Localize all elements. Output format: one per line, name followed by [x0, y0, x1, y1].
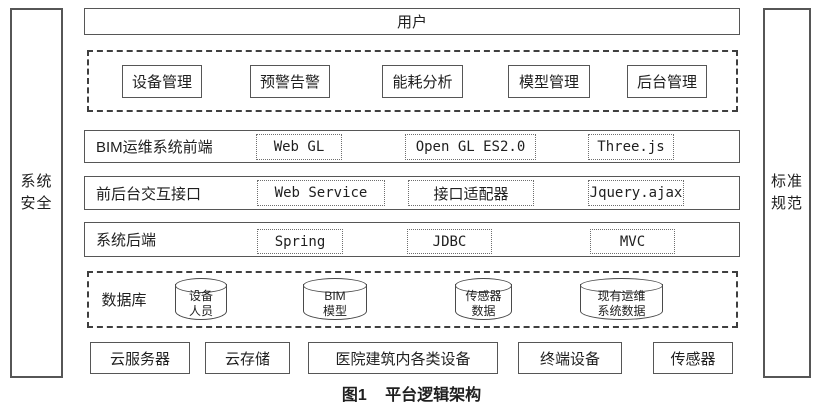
tech-label: 接口适配器	[433, 185, 509, 203]
feature-label: 模型管理	[518, 74, 579, 91]
tech-box-mvc: MVC	[590, 229, 675, 254]
figure-caption: 图1 平台逻辑架构	[0, 381, 823, 405]
left-sidebar-system-security: 系统 安全	[10, 8, 63, 378]
tech-box-opengl-es: Open GL ES2.0	[405, 134, 536, 160]
tech-label: Spring	[274, 233, 326, 250]
hardware-box-hospital-equipment: 医院建筑内各类设备	[308, 342, 498, 374]
cylinder-top	[303, 278, 367, 293]
tech-box-interface-adapter: 接口适配器	[408, 180, 534, 206]
tech-box-threejs: Three.js	[588, 134, 674, 160]
tech-label: Web Service	[274, 185, 368, 201]
cylinder-top	[175, 278, 227, 293]
user-layer-box: 用户	[84, 8, 740, 35]
figure-caption-title: 平台逻辑架构	[385, 387, 482, 404]
tech-label: Three.js	[597, 139, 665, 155]
hardware-box-sensors: 传感器	[653, 342, 733, 374]
tech-box-jdbc: JDBC	[407, 229, 492, 254]
tech-box-spring: Spring	[257, 229, 343, 254]
left-sidebar-label: 系统 安全	[20, 172, 53, 213]
tech-label: Web GL	[273, 139, 325, 155]
tech-label: JDBC	[432, 233, 467, 250]
feature-box-energy-analysis: 能耗分析	[382, 65, 463, 98]
db-cylinder-label: BIM 模型	[322, 289, 347, 318]
feature-box-early-warning: 预警告警	[250, 65, 330, 98]
feature-label: 预警告警	[259, 74, 320, 91]
hardware-label: 终端设备	[539, 350, 600, 368]
db-cylinder-existing-om-data: 现有运维 系统数据	[580, 278, 663, 320]
db-cylinder-device-personnel: 设备 人员	[175, 278, 227, 320]
hardware-box-terminal-devices: 终端设备	[518, 342, 622, 374]
db-cylinder-label: 现有运维 系统数据	[597, 289, 646, 318]
database-layer-label-wrap: 数据库	[95, 271, 153, 328]
cylinder-top	[455, 278, 512, 293]
database-layer-label: 数据库	[101, 292, 147, 309]
db-cylinder-label: 传感器 数据	[465, 289, 502, 318]
tech-label: Open GL ES2.0	[415, 139, 526, 155]
user-layer-label: 用户	[396, 14, 427, 31]
cylinder-top	[580, 278, 663, 293]
layer-label: BIM运维系统前端	[96, 139, 213, 156]
hardware-label: 云存储	[224, 350, 270, 368]
hardware-box-cloud-storage: 云存储	[205, 342, 290, 374]
layer-label: 系统后端	[96, 232, 157, 249]
tech-box-jquery-ajax: Jquery.ajax	[588, 180, 684, 206]
feature-box-device-management: 设备管理	[122, 65, 202, 98]
feature-label: 能耗分析	[392, 74, 453, 91]
tech-label: MVC	[619, 233, 646, 250]
right-sidebar-standards: 标准 规范	[763, 8, 811, 378]
right-sidebar-label: 标准 规范	[770, 172, 803, 213]
hardware-label: 云服务器	[109, 350, 170, 368]
feature-box-model-management: 模型管理	[508, 65, 590, 98]
feature-label: 后台管理	[636, 74, 697, 91]
tech-box-webgl: Web GL	[256, 134, 342, 160]
hardware-label: 传感器	[670, 350, 716, 368]
hardware-label: 医院建筑内各类设备	[335, 350, 471, 368]
layer-label: 前后台交互接口	[96, 185, 202, 203]
feature-box-backend-management: 后台管理	[627, 65, 707, 98]
db-cylinder-bim-model: BIM 模型	[303, 278, 367, 320]
db-cylinder-sensor-data: 传感器 数据	[455, 278, 512, 320]
db-cylinder-label: 设备 人员	[188, 289, 213, 318]
feature-label: 设备管理	[131, 74, 192, 91]
tech-box-web-service: Web Service	[257, 180, 385, 206]
figure-caption-number: 图1	[341, 387, 367, 404]
tech-label: Jquery.ajax	[589, 185, 683, 201]
hardware-box-cloud-server: 云服务器	[90, 342, 190, 374]
